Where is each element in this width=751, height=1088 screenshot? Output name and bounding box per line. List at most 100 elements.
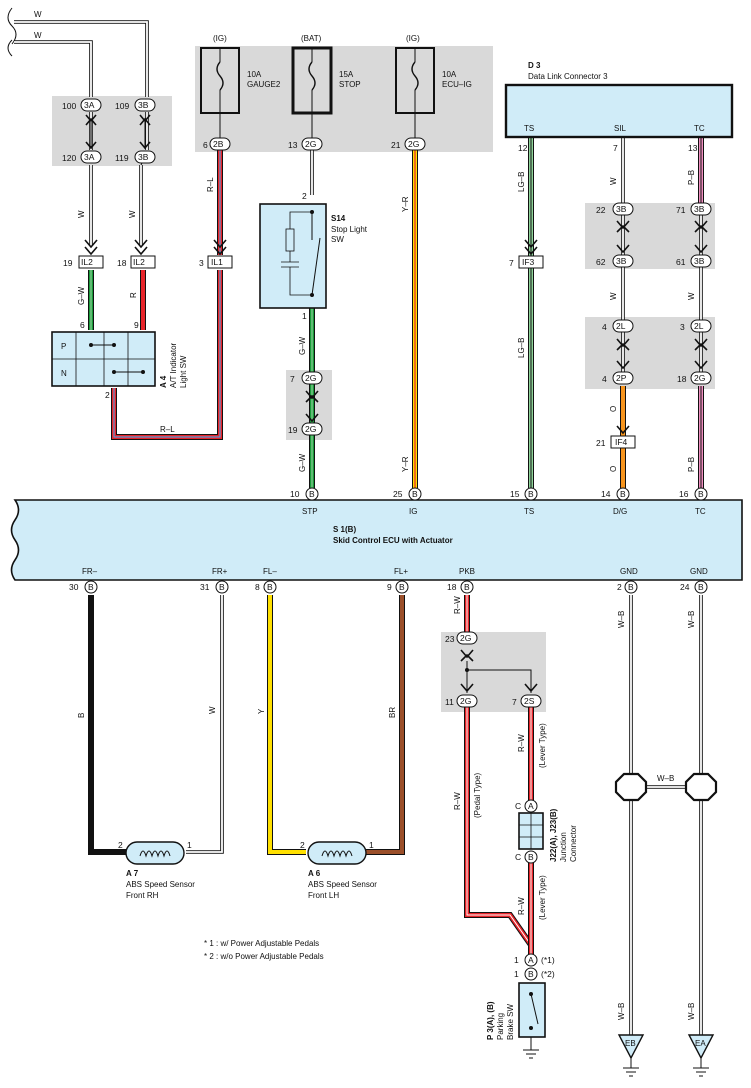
pin-number: 1 [514, 969, 519, 979]
ground-label: EA [695, 1039, 706, 1048]
connector-2g-18: 18 2G [677, 371, 712, 385]
connector-id: 3B [616, 256, 627, 266]
connector-if4-21: 21 IF4 [596, 425, 636, 449]
wire-label: G–W [77, 286, 86, 305]
pin-number: 21 [596, 438, 606, 448]
connector-id: 3B [616, 204, 627, 214]
junction-connector: C A C B J22(A), J23(B) Junction Connecto… [515, 799, 578, 864]
pin-name: GND [620, 567, 638, 576]
pin-name: TC [695, 507, 706, 516]
wire-label: W–B [617, 1003, 626, 1020]
wire-label: W–B [657, 774, 674, 783]
connector-id: 2G [305, 373, 316, 383]
connector-id: B [412, 489, 418, 499]
abs-speed-sensor-front-rh: 2 1 A 7 ABS Speed Sensor Front RH [118, 840, 195, 900]
wire-label: O [609, 466, 618, 472]
wire-label: R [129, 292, 138, 298]
pin-number: 7 [613, 143, 618, 153]
wire-tc: P–B W P–B [687, 137, 704, 488]
connector-2g-13: 13 2G [288, 137, 323, 151]
wires-gw-r-a4: G–W R [77, 270, 146, 330]
stop-light-sw: 2 1 S14 Stop Light SW [259, 191, 368, 321]
connector-il1-3: 3 IL1 [199, 239, 233, 269]
pin-number: 7 [290, 374, 295, 384]
pin-number: 18 [117, 258, 127, 268]
component-name: Light SW [179, 355, 188, 388]
pin-number: 1 [187, 840, 192, 850]
wire-label: Y–R [401, 456, 410, 472]
connector-id: 2G [305, 424, 316, 434]
connector-2l-4: 4 2L [602, 319, 634, 370]
connector-id: 2G [408, 139, 419, 149]
pin-letter: C [515, 852, 521, 862]
pin-number: 15 [510, 489, 520, 499]
pin-number: 1 [369, 840, 374, 850]
pin-number: 7 [512, 697, 517, 707]
component-name: ABS Speed Sensor [308, 880, 377, 889]
component-code: A 7 [126, 869, 139, 878]
connector-3b-62: 62 3B [596, 254, 634, 268]
pin-number: 18 [447, 582, 457, 592]
parking-brake-sw: 1 A (*1) 1 B (*2) P 3(A), (B) Parking Br… [486, 953, 555, 1059]
component-name: Front RH [126, 891, 159, 900]
pin-number: 120 [62, 153, 76, 163]
ecu-pin-gnd-2: GND 2 B [617, 567, 638, 594]
fuse-name: GAUGE2 [247, 80, 281, 89]
fuse-rating: 10A [442, 70, 457, 79]
connector-id: B [219, 582, 225, 592]
wire-label: G–W [298, 453, 307, 472]
pin-number: 2 [105, 390, 110, 400]
pin-number: 1 [302, 311, 307, 321]
connector-id: 3A [84, 100, 95, 110]
connector-id: IL2 [81, 257, 93, 267]
fuse-ecu-ig: (IG) 10A ECU–IG [395, 34, 472, 140]
connector-id: B [267, 582, 273, 592]
pin-number: 6 [203, 140, 208, 150]
fuse-name: ECU–IG [442, 80, 472, 89]
pin-number: 16 [679, 489, 689, 499]
wire-label: BR [388, 707, 397, 718]
component-code: J22(A), J23(B) [549, 808, 558, 862]
fuse-source: (IG) [213, 34, 227, 43]
pin-name: FL– [263, 567, 277, 576]
pin-name: D/G [613, 507, 627, 516]
lever-type-label: (Lever Type) [538, 723, 547, 768]
pin-letter: C [515, 801, 521, 811]
wire-ts: LG–B LG–B [517, 137, 534, 488]
pin-name: TS [524, 507, 534, 516]
connector-id: 2G [460, 696, 471, 706]
wire-label: W–B [687, 611, 696, 628]
connector-id: 3B [694, 204, 705, 214]
pin-number: 71 [676, 205, 686, 215]
ground-splice [614, 772, 718, 802]
pin-number: 2 [118, 840, 123, 850]
pin-number: 30 [69, 582, 79, 592]
component-name: Data Link Connector 3 [528, 72, 608, 81]
wire-ig: Y–R Y–R [401, 150, 418, 488]
ecu-pin-stp: 10 B STP [290, 487, 319, 516]
connector-2g-21: 21 2G [391, 137, 426, 151]
pin-name: FR– [82, 567, 98, 576]
position-label: N [61, 369, 67, 378]
pin-number: 6 [80, 320, 85, 330]
fuse-source: (IG) [406, 34, 420, 43]
ecu-pin-gnd-24: GND 24 B [680, 567, 708, 594]
wire-rl: R–L R–L [111, 150, 223, 440]
pin-number: 61 [676, 257, 686, 267]
pin-number: 7 [509, 258, 514, 268]
pin-name: SIL [614, 124, 627, 133]
component-name: Brake SW [506, 1004, 515, 1040]
connector-id: B [698, 582, 704, 592]
component-name: Front LH [308, 891, 339, 900]
footnote: * 2 : w/o Power Adjustable Pedals [204, 952, 324, 961]
wire-label: G–W [298, 336, 307, 355]
wire-label: Y [257, 708, 266, 714]
pin-name: FR+ [212, 567, 228, 576]
pin-number: 24 [680, 582, 690, 592]
fuse-rating: 15A [339, 70, 354, 79]
connector-id: 2G [694, 373, 705, 383]
connector-id: B [698, 489, 704, 499]
pin-name: FL+ [394, 567, 408, 576]
